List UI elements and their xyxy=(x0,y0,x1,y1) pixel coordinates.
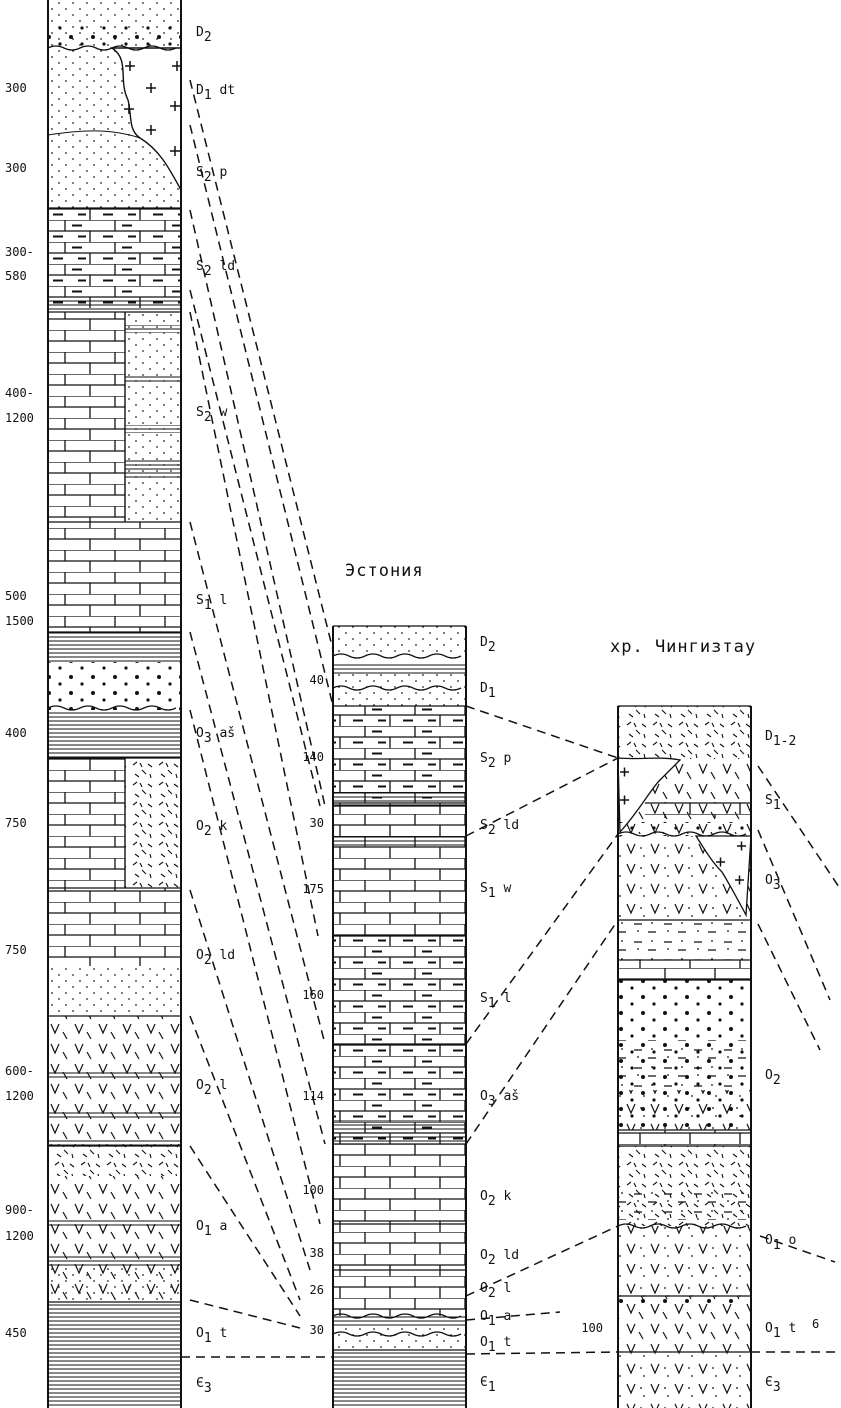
col3-unit-0: D1-2 xyxy=(765,729,796,749)
granite-crosses xyxy=(124,61,182,156)
col2-thickness-6: 100 xyxy=(302,1183,324,1197)
col2-unit-1: D1 xyxy=(480,681,496,701)
col1-thickness-13: 900- xyxy=(5,1203,34,1217)
col1-unit-11: O1 t xyxy=(196,1326,227,1346)
col1-thickness-8: 400 xyxy=(5,726,27,740)
col3-unit-6: Є3 xyxy=(765,1375,781,1395)
col3-unit-1: S1 xyxy=(765,793,781,813)
col1-thickness-3: 580 xyxy=(5,269,27,283)
col1-thickness-12: 1200 xyxy=(5,1089,34,1103)
col1-thickness-9: 750 xyxy=(5,816,27,830)
col1-unit-8: O2 ld xyxy=(196,948,235,968)
col1-thickness-5: 1200 xyxy=(5,411,34,425)
col2-unit-12: Є1 xyxy=(480,1375,496,1395)
col2-thickness-4: 160 xyxy=(302,988,324,1002)
col1-thickness-14: 1200 xyxy=(5,1229,34,1243)
col1-unit-3: S2 ld xyxy=(196,259,235,279)
col2-unit-3: S2 ld xyxy=(480,818,519,838)
correlation-lines xyxy=(181,79,841,1358)
col3-thickness-0: 100 xyxy=(581,1321,603,1335)
title-chingiz: хр. Чингизтау xyxy=(610,637,756,657)
col1-thickness-0: 300 xyxy=(5,81,27,95)
col1-unit-5: S1 l xyxy=(196,593,227,613)
col2-thickness-0: 40 xyxy=(310,673,324,687)
col1-unit-1: D1 dt xyxy=(196,83,235,103)
col1-thickness-10: 750 xyxy=(5,943,27,957)
col1-thickness-6: 500 xyxy=(5,589,27,603)
figure-mark: 6 xyxy=(812,1317,819,1331)
column-2-section xyxy=(332,625,467,1408)
col2-unit-0: D2 xyxy=(480,635,496,655)
column-3-section xyxy=(617,705,752,1408)
col3-unit-5: O1 t xyxy=(765,1321,796,1341)
col1-unit-2: S2 p xyxy=(196,165,227,185)
col1-thickness-7: 1500 xyxy=(5,614,34,628)
col2-thickness-3: 175 xyxy=(302,882,324,896)
col3-unit-2: O3 xyxy=(765,873,781,893)
col1-unit-0: D2 xyxy=(196,25,212,45)
col2-unit-5: S1 l xyxy=(480,991,511,1011)
col3-unit-3: O2 xyxy=(765,1068,781,1088)
col2-unit-6: O3 aš xyxy=(480,1089,519,1109)
labels-layer: 300 300 300- 580 400- 1200 500 1500 400 750 750 600… xyxy=(5,25,796,1396)
col2-unit-7: O2 k xyxy=(480,1189,511,1209)
col3-unit-4: O1 o xyxy=(765,1233,796,1253)
col1-unit-9: O2 l xyxy=(196,1078,227,1098)
col1-unit-7: O2 k xyxy=(196,819,227,839)
title-estonia: Эстония xyxy=(345,561,424,581)
col2-unit-4: S1 w xyxy=(480,881,511,901)
col2-thickness-7: 38 xyxy=(310,1246,324,1260)
col2-unit-11: O1 t xyxy=(480,1335,511,1355)
col2-unit-10: O1 a xyxy=(480,1309,511,1329)
col1-thickness-1: 300 xyxy=(5,161,27,175)
col2-thickness-9: 30 xyxy=(310,1323,324,1337)
col2-thickness-5: 114 xyxy=(302,1089,324,1103)
col1-thickness-4: 400- xyxy=(5,386,34,400)
col2-thickness-1: 140 xyxy=(302,750,324,764)
col2-thickness-8: 26 xyxy=(310,1283,324,1297)
col1-unit-4: S2 w xyxy=(196,405,227,425)
col1-thickness-15: 450 xyxy=(5,1326,27,1340)
col2-unit-2: S2 p xyxy=(480,751,511,771)
col2-unit-9: O2 l xyxy=(480,1281,511,1301)
col1-thickness-11: 600- xyxy=(5,1064,34,1078)
col1-unit-6: O3 aš xyxy=(196,726,235,746)
column-1-section xyxy=(47,0,182,1408)
col1-unit-10: O1 a xyxy=(196,1219,227,1239)
col2-unit-8: O2 ld xyxy=(480,1248,519,1268)
col2-thickness-2: 30 xyxy=(310,816,324,830)
col1-unit-12: Є3 xyxy=(196,1376,212,1396)
col1-thickness-2: 300- xyxy=(5,245,34,259)
